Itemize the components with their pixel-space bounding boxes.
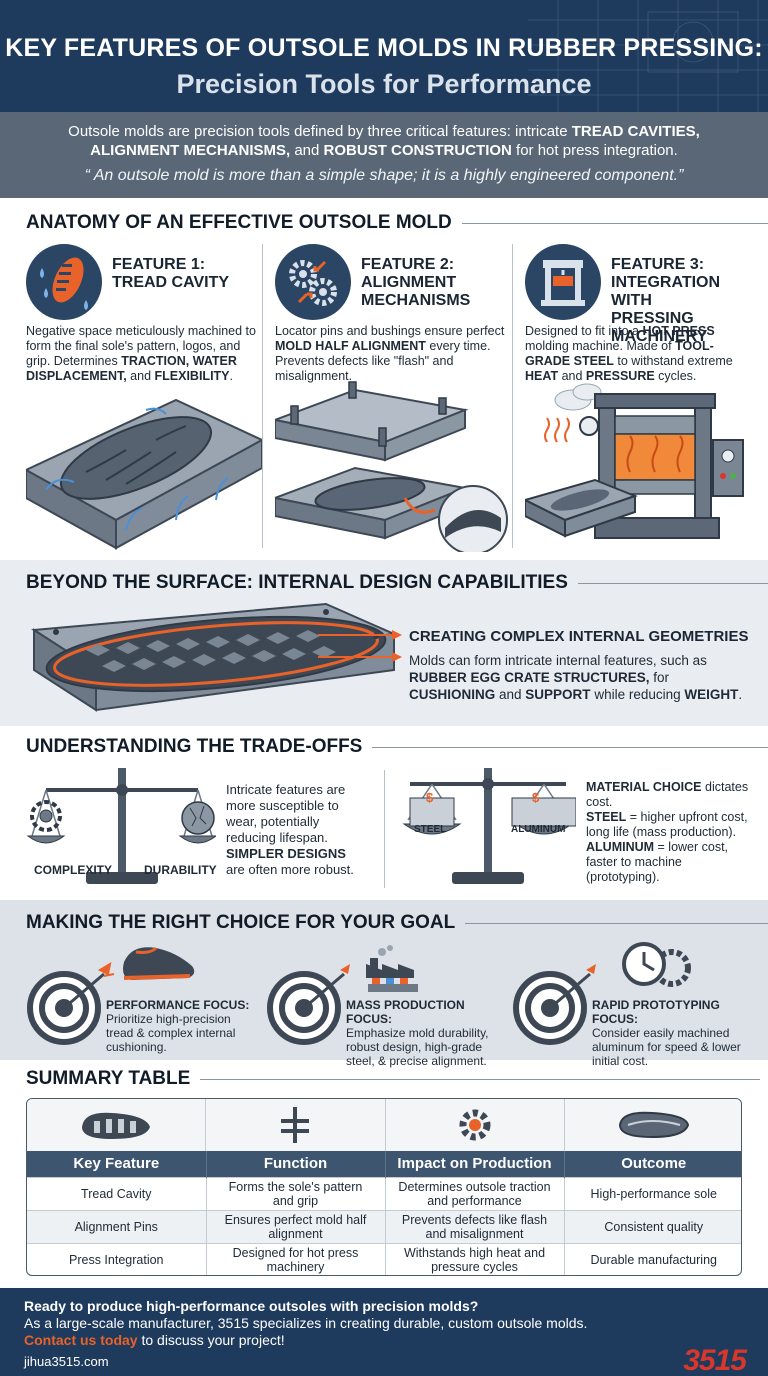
feature-3-description: Designed to fit into a HOT PRESS molding…	[525, 324, 733, 383]
table-cell: High-performance sole	[564, 1176, 741, 1210]
footer: Ready to produce high-performance outsol…	[0, 1288, 768, 1376]
feature-1-description: Negative space meticulously machined to …	[26, 324, 256, 383]
section-title-summary: SUMMARY TABLE	[26, 1068, 761, 1090]
table-cell: Prevents defects like flash and misalign…	[385, 1209, 565, 1243]
website-link[interactable]: jihua3515.com	[24, 1354, 109, 1369]
gear-icon	[459, 1109, 491, 1141]
table-header-row: Key Feature Function Impact on Productio…	[27, 1151, 741, 1177]
divider	[512, 244, 513, 548]
dollar-icon: $	[426, 790, 434, 805]
shoe-sole-icon	[26, 244, 102, 320]
balance-scale-icon	[26, 768, 216, 884]
table-cell: Durable manufacturing	[564, 1242, 741, 1275]
goal-mass-production: MASS PRODUCTION FOCUS:Emphasize mold dur…	[266, 940, 506, 1068]
complexity-tradeoff-text: Intricate features are more susceptible …	[226, 782, 354, 877]
header-banner: KEY FEATURES OF OUTSOLE MOLDS IN RUBBER …	[0, 0, 768, 112]
summary-table-grid: Key Feature Function Impact on Productio…	[27, 1151, 741, 1275]
table-icon-row	[27, 1099, 741, 1151]
page-subtitle: Precision Tools for Performance	[176, 69, 592, 99]
intro-text: Outsole molds are precision tools define…	[68, 123, 700, 159]
table-row: Tread Cavity Forms the sole's pattern an…	[27, 1176, 741, 1210]
alignment-mold-illustration	[275, 381, 508, 552]
feature-tread-cavity: FEATURE 1:TREAD CAVITY Negative space me…	[26, 240, 262, 552]
intro-quote: “ An outsole mold is more than a simple …	[84, 167, 684, 184]
footer-headline: Ready to produce high-performance outsol…	[24, 1298, 479, 1314]
table-row: Press Integration Designed for hot press…	[27, 1242, 741, 1275]
target-icon	[513, 942, 691, 1045]
goal-1-text: PERFORMANCE FOCUS:Prioritize high-precis…	[106, 998, 250, 1054]
press-machine-icon	[525, 244, 601, 320]
column-header: Impact on Production	[385, 1151, 565, 1177]
factory-icon	[366, 945, 418, 992]
target-icon	[267, 945, 418, 1045]
table-cell: Consistent quality	[564, 1209, 741, 1243]
section-title-internal: BEYOND THE SURFACE: INTERNAL DESIGN CAPA…	[26, 572, 768, 594]
column-header: Function	[206, 1151, 386, 1177]
brand-logo: 3515	[683, 1344, 747, 1376]
section-title-tradeoffs: UNDERSTANDING THE TRADE-OFFS	[26, 736, 768, 758]
summary-table: Key Feature Function Impact on Productio…	[26, 1098, 742, 1276]
aluminum-label: ALUMINUM	[511, 824, 566, 835]
tread-mold-illustration	[26, 398, 262, 550]
table-cell: Designed for hot press machinery	[206, 1242, 386, 1275]
goal-2-text: MASS PRODUCTION FOCUS:Emphasize mold dur…	[346, 998, 489, 1068]
divider	[262, 244, 263, 548]
page-title: KEY FEATURES OF OUTSOLE MOLDS IN RUBBER …	[5, 34, 763, 62]
goal-performance: PERFORMANCE FOCUS:Prioritize high-precis…	[26, 940, 266, 1057]
table-cell: Determines outsole traction and performa…	[385, 1176, 565, 1210]
table-col-icon	[206, 1099, 386, 1151]
intro-band: Outsole molds are precision tools define…	[0, 112, 768, 198]
goal-rapid-prototyping: RAPID PROTOTYPING FOCUS:Consider easily …	[512, 940, 752, 1068]
table-col-icon	[27, 1099, 207, 1151]
cost-scale-icon	[402, 768, 576, 884]
blueprint-decoration	[528, 0, 768, 112]
table-row: Alignment Pins Ensures perfect mold half…	[27, 1209, 741, 1243]
gears-icon	[275, 244, 351, 320]
complexity-label: COMPLEXITY	[34, 863, 113, 877]
table-cell: Tread Cavity	[27, 1176, 207, 1210]
outsole-icon	[618, 1111, 689, 1139]
hot-press-illustration	[525, 383, 744, 539]
dollar-icon: $	[532, 790, 540, 805]
section-title-goals: MAKING THE RIGHT CHOICE FOR YOUR GOAL	[26, 912, 768, 934]
column-header: Outcome	[564, 1151, 741, 1177]
table-col-icon	[386, 1099, 565, 1151]
target-icon	[27, 946, 195, 1045]
capability-title: CREATING COMPLEX INTERNAL GEOMETRIES	[409, 628, 749, 645]
running-shoe-icon	[123, 947, 195, 980]
alignment-pin-icon	[281, 1107, 310, 1143]
feature-1-title: FEATURE 1:TREAD CAVITY	[112, 256, 230, 291]
egg-crate-mold-illustration	[31, 602, 398, 712]
table-cell: Withstands high heat and pressure cycles	[385, 1242, 565, 1275]
table-cell: Forms the sole's pattern and grip	[206, 1176, 386, 1210]
table-cell: Press Integration	[27, 1242, 207, 1275]
arrow-icon	[318, 630, 402, 662]
clock-gear-icon	[622, 942, 691, 987]
feature-2-description: Locator pins and bushings ensure perfect…	[275, 324, 505, 383]
table-col-icon	[565, 1099, 741, 1151]
material-tradeoff-text: MATERIAL CHOICE dictates cost. STEEL = h…	[586, 780, 749, 884]
section-title-anatomy: ANATOMY OF AN EFFECTIVE OUTSOLE MOLD	[26, 212, 768, 234]
durability-label: DURABILITY	[144, 863, 217, 877]
column-header: Key Feature	[27, 1151, 207, 1177]
footer-description: As a large-scale manufacturer, 3515 spec…	[24, 1315, 588, 1331]
steel-label: STEEL	[414, 824, 447, 835]
sole-icon	[82, 1112, 151, 1139]
table-cell: Alignment Pins	[27, 1209, 207, 1243]
footer-cta-line: Contact us today to discuss your project…	[24, 1332, 285, 1348]
contact-us-link[interactable]: Contact us today	[24, 1332, 138, 1348]
table-cell: Ensures perfect mold half alignment	[206, 1209, 386, 1243]
divider	[384, 770, 385, 888]
capability-description: Molds can form intricate internal featur…	[409, 653, 743, 702]
goal-3-text: RAPID PROTOTYPING FOCUS:Consider easily …	[592, 998, 741, 1068]
